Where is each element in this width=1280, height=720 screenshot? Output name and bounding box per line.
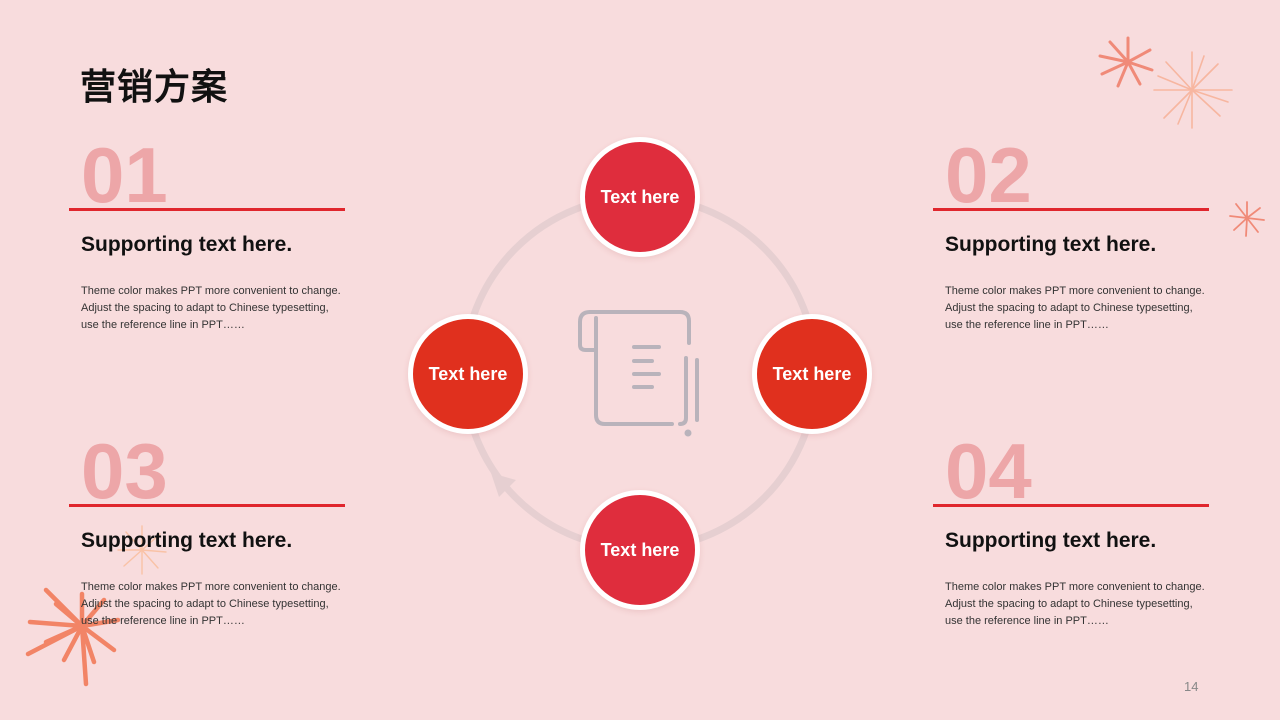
firework-burst-icon <box>25 587 121 687</box>
firework-burst-icon <box>1098 36 1154 88</box>
cycle-node-bottom: Text here <box>580 490 700 610</box>
point-heading: Supporting text here. <box>81 233 293 256</box>
cycle-node-left: Text here <box>408 314 528 434</box>
cycle-node-right: Text here <box>752 314 872 434</box>
cycle-arrow-icon <box>491 473 516 497</box>
point-block-04: 04 Supporting text here. Theme color mak… <box>933 432 1209 630</box>
page-number: 14 <box>1184 679 1199 694</box>
point-block-01: 01 Supporting text here. Theme color mak… <box>69 136 345 334</box>
point-body: Theme color makes PPT more convenient to… <box>945 581 1205 627</box>
point-number: 01 <box>81 131 168 219</box>
point-heading: Supporting text here. <box>81 529 293 552</box>
divider <box>933 504 1209 507</box>
point-block-03: 03 Supporting text here. Theme color mak… <box>69 432 345 630</box>
divider <box>69 208 345 211</box>
point-body: Theme color makes PPT more convenient to… <box>945 285 1205 331</box>
divider <box>933 208 1209 211</box>
point-number: 04 <box>945 427 1032 515</box>
point-number: 03 <box>81 427 168 515</box>
document-scroll-icon <box>578 310 699 437</box>
point-heading: Supporting text here. <box>945 233 1157 256</box>
point-heading: Supporting text here. <box>945 529 1157 552</box>
point-body: Theme color makes PPT more convenient to… <box>81 581 341 627</box>
point-number: 02 <box>945 131 1032 219</box>
point-body: Theme color makes PPT more convenient to… <box>81 285 341 331</box>
firework-burst-icon <box>1153 51 1233 129</box>
firework-burst-icon <box>117 525 167 575</box>
cycle-node-top: Text here <box>580 137 700 257</box>
point-block-02: 02 Supporting text here. Theme color mak… <box>933 136 1209 334</box>
divider <box>69 504 345 507</box>
firework-burst-icon <box>1229 201 1265 237</box>
page-title: 营销方案 <box>80 67 229 108</box>
